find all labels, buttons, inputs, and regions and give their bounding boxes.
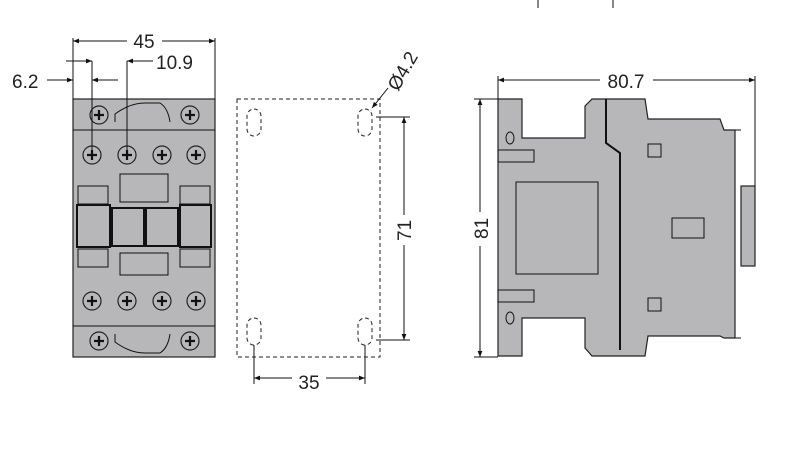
front-view <box>72 98 216 358</box>
terminal-screw-icon <box>89 105 109 125</box>
pole-block <box>111 207 145 247</box>
mounting-pattern <box>236 98 381 358</box>
side-rail-clip <box>740 185 756 267</box>
dim-terminal-offset: 6.2 <box>12 72 38 93</box>
pole-block <box>179 204 212 248</box>
dim-hole-diameter: Ø4.2 <box>384 48 423 94</box>
dim-front-width: 45 <box>133 32 154 53</box>
terminal-screw-icon <box>82 291 102 311</box>
mounting-hole <box>357 108 373 137</box>
side-view <box>497 98 756 357</box>
side-body <box>497 98 736 357</box>
top-clip <box>114 102 171 123</box>
terminal-screw-icon <box>89 331 109 351</box>
coil-window-top <box>119 173 169 203</box>
mounting-hole <box>246 108 262 137</box>
mounting-hole <box>357 317 373 346</box>
terminal-screw-icon <box>117 291 137 311</box>
terminal-screw-icon <box>186 291 206 311</box>
terminal-screw-icon <box>152 291 172 311</box>
pole-block <box>76 204 111 248</box>
coil-window-bottom <box>119 252 169 276</box>
dim-terminal-pitch: 10.9 <box>156 53 193 74</box>
terminal-screw-icon <box>152 145 172 165</box>
pole-block <box>145 207 179 247</box>
mounting-outline <box>236 98 381 358</box>
terminal-screw-icon <box>180 331 200 351</box>
dim-hole-vertical-spacing: 71 <box>395 220 416 241</box>
dim-side-height: 81 <box>472 218 493 239</box>
dim-side-depth: 80.7 <box>608 72 645 93</box>
coil-housing <box>515 181 599 275</box>
mounting-hole <box>246 317 262 346</box>
terminal-screw-icon <box>180 105 200 125</box>
terminal-screw-icon <box>186 145 206 165</box>
bottom-clip <box>114 333 171 354</box>
dim-hole-horizontal-spacing: 35 <box>298 373 319 394</box>
